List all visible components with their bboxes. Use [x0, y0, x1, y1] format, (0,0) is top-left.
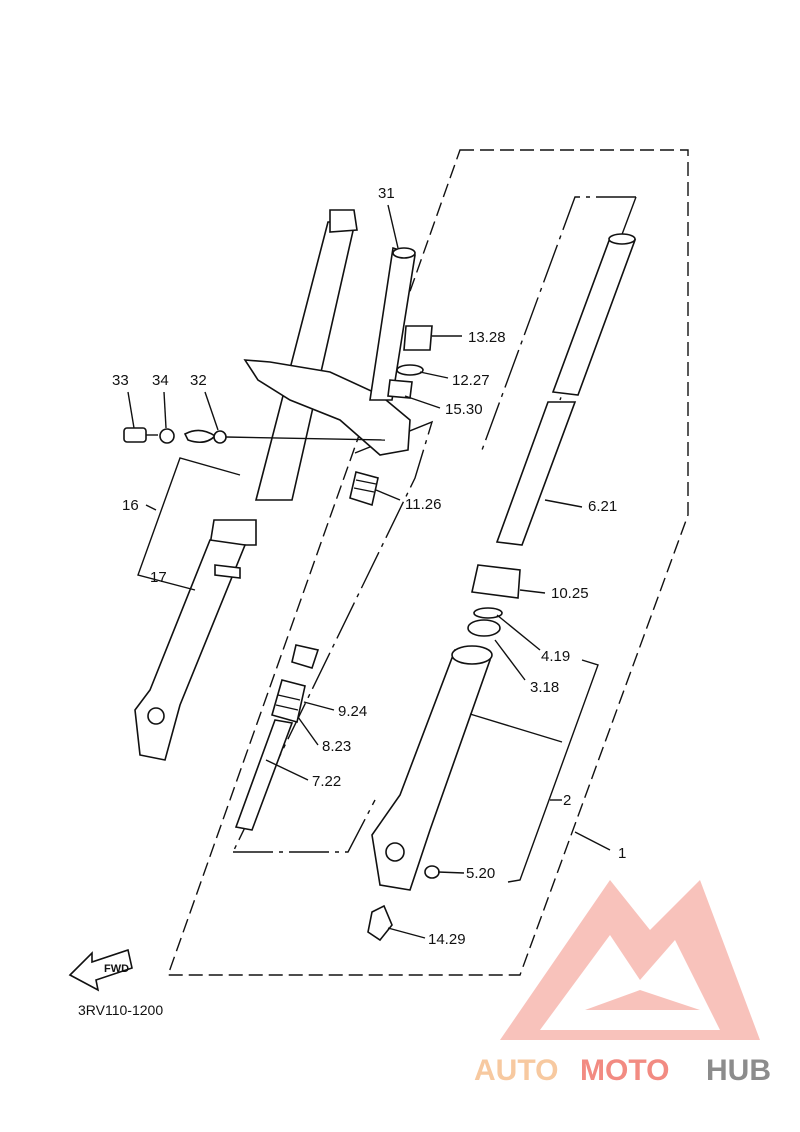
watermark-text: AUTO MOTO HUB: [474, 1054, 771, 1087]
diagram-code: 3RV110-1200: [78, 1002, 163, 1018]
callout-12: 12.27: [452, 372, 490, 389]
callout-17: 17: [150, 569, 167, 586]
callout-1: 1: [618, 845, 626, 862]
callout-14: 14.29: [428, 931, 466, 948]
watermark-auto: AUTO: [474, 1054, 558, 1087]
callout-3: 3.18: [530, 679, 559, 696]
inner-tube-parts: [387, 233, 637, 637]
watermark-logo: [500, 880, 760, 1040]
inner-tube-box: [481, 196, 636, 451]
assembly-outline: [167, 149, 689, 976]
callout-8: 8.23: [322, 738, 351, 755]
damper-parts: [234, 471, 379, 831]
callout-4: 4.19: [541, 648, 570, 665]
callout-6: 6.21: [588, 498, 617, 515]
callout-33: 33: [112, 372, 129, 389]
callout-5: 5.20: [466, 865, 495, 882]
assembled-fork-left: [134, 209, 416, 761]
callout-34: 34: [152, 372, 169, 389]
callout-13: 13.28: [468, 329, 506, 346]
callout-labels: 31 13.28 12.27 15.30 11.26 6.21 10.25 4.…: [112, 185, 626, 948]
callout-11: 11.26: [405, 496, 441, 513]
callout-32: 32: [190, 372, 207, 389]
damper-outline: [232, 420, 434, 853]
callout-9: 9.24: [338, 703, 367, 720]
bolt-washer-clip: [123, 427, 386, 444]
fwd-label: FWD: [104, 963, 129, 975]
outer-tube-right: [367, 645, 493, 942]
callout-16: 16: [122, 497, 139, 514]
damper-bottom-line: [233, 799, 376, 853]
leader-lines: [127, 204, 611, 939]
callout-10: 10.25: [551, 585, 589, 602]
callout-7: 7.22: [312, 773, 341, 790]
watermark-moto: MOTO: [580, 1054, 669, 1087]
watermark-hub: HUB: [706, 1054, 771, 1087]
callout-31: 31: [378, 185, 395, 202]
fwd-arrow-icon: FWD: [68, 948, 133, 992]
callout-15: 15.30: [445, 401, 483, 418]
callout-2: 2: [563, 792, 571, 809]
